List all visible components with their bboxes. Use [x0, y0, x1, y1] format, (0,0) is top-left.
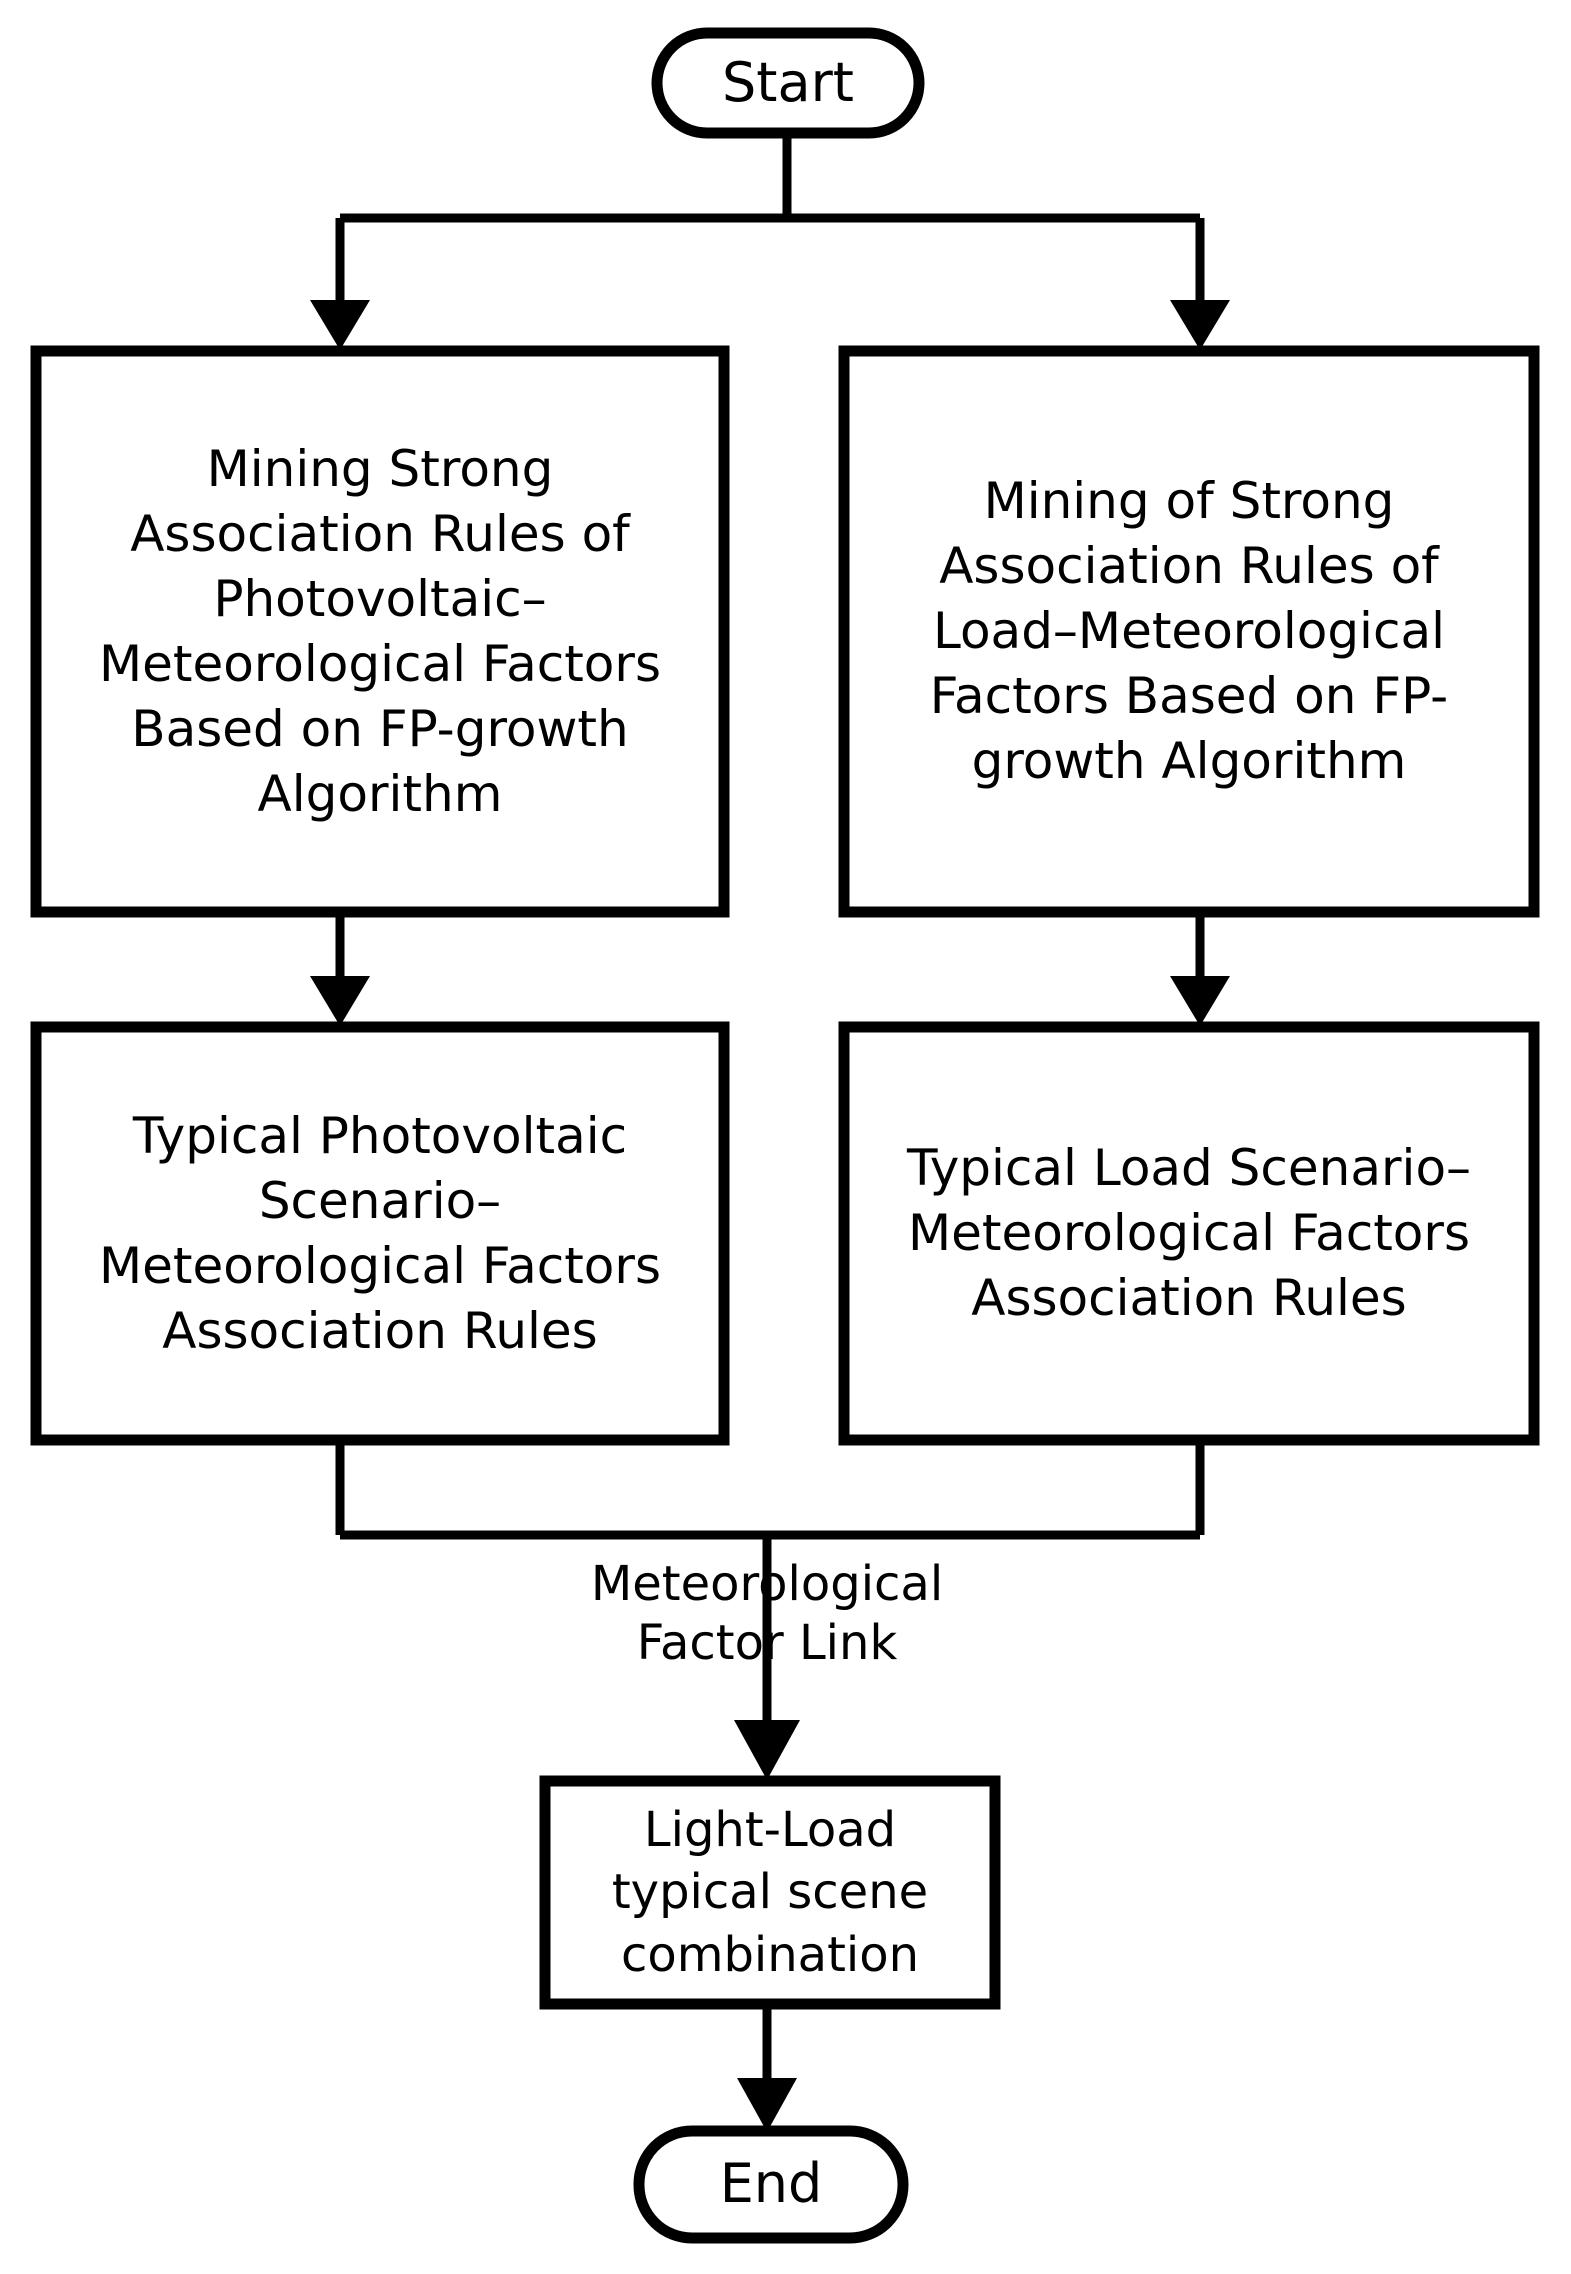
start-node-shape[interactable]	[651, 27, 925, 139]
arrowhead-to-combination	[734, 1720, 800, 1780]
combination-node-shape[interactable]	[539, 1775, 1001, 2010]
arrowhead-to-mining-load	[1170, 300, 1230, 350]
arrowhead-to-end	[737, 2078, 797, 2132]
end-node-shape[interactable]	[633, 2125, 909, 2244]
typical-load-node-shape[interactable]	[838, 1021, 1540, 1446]
mining-load-node-shape[interactable]	[838, 345, 1540, 918]
arrowhead-to-typical-pv	[310, 976, 370, 1026]
arrowhead-to-mining-pv	[310, 300, 370, 350]
typical-pv-node-shape[interactable]	[30, 1021, 730, 1446]
mining-pv-node-shape[interactable]	[30, 345, 730, 918]
arrowhead-to-typical-load	[1170, 976, 1230, 1026]
